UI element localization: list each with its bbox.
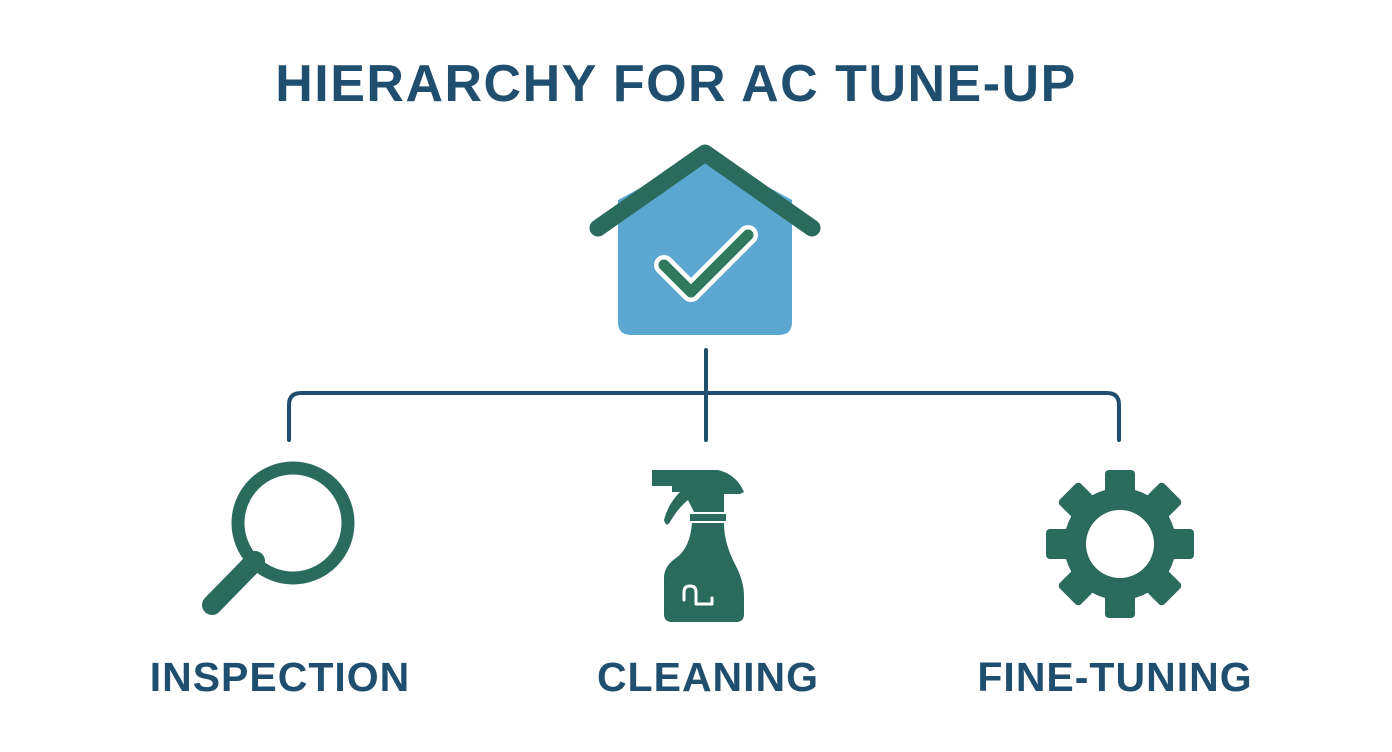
spray-body: [664, 523, 744, 622]
spray-label-squiggle: [682, 584, 714, 606]
gear-icon: [1046, 470, 1194, 618]
spray-bottle-icon: [652, 470, 744, 622]
spray-trigger-head: [652, 470, 744, 525]
label-cleaning: CLEANING: [596, 654, 820, 700]
branch-bar: [287, 391, 1121, 442]
diagram-title: HIERARCHY FOR AC TUNE-UP: [275, 55, 1077, 113]
spray-neck-band: [690, 514, 726, 521]
label-fine-tuning: FINE-TUNING: [977, 654, 1253, 700]
house-roof: [589, 144, 821, 237]
house-body: [618, 153, 792, 335]
label-inspection: INSPECTION: [149, 654, 411, 700]
magnifying-glass-icon: [202, 461, 355, 615]
house-check-icon: [589, 144, 821, 335]
check-mark: [658, 229, 754, 298]
